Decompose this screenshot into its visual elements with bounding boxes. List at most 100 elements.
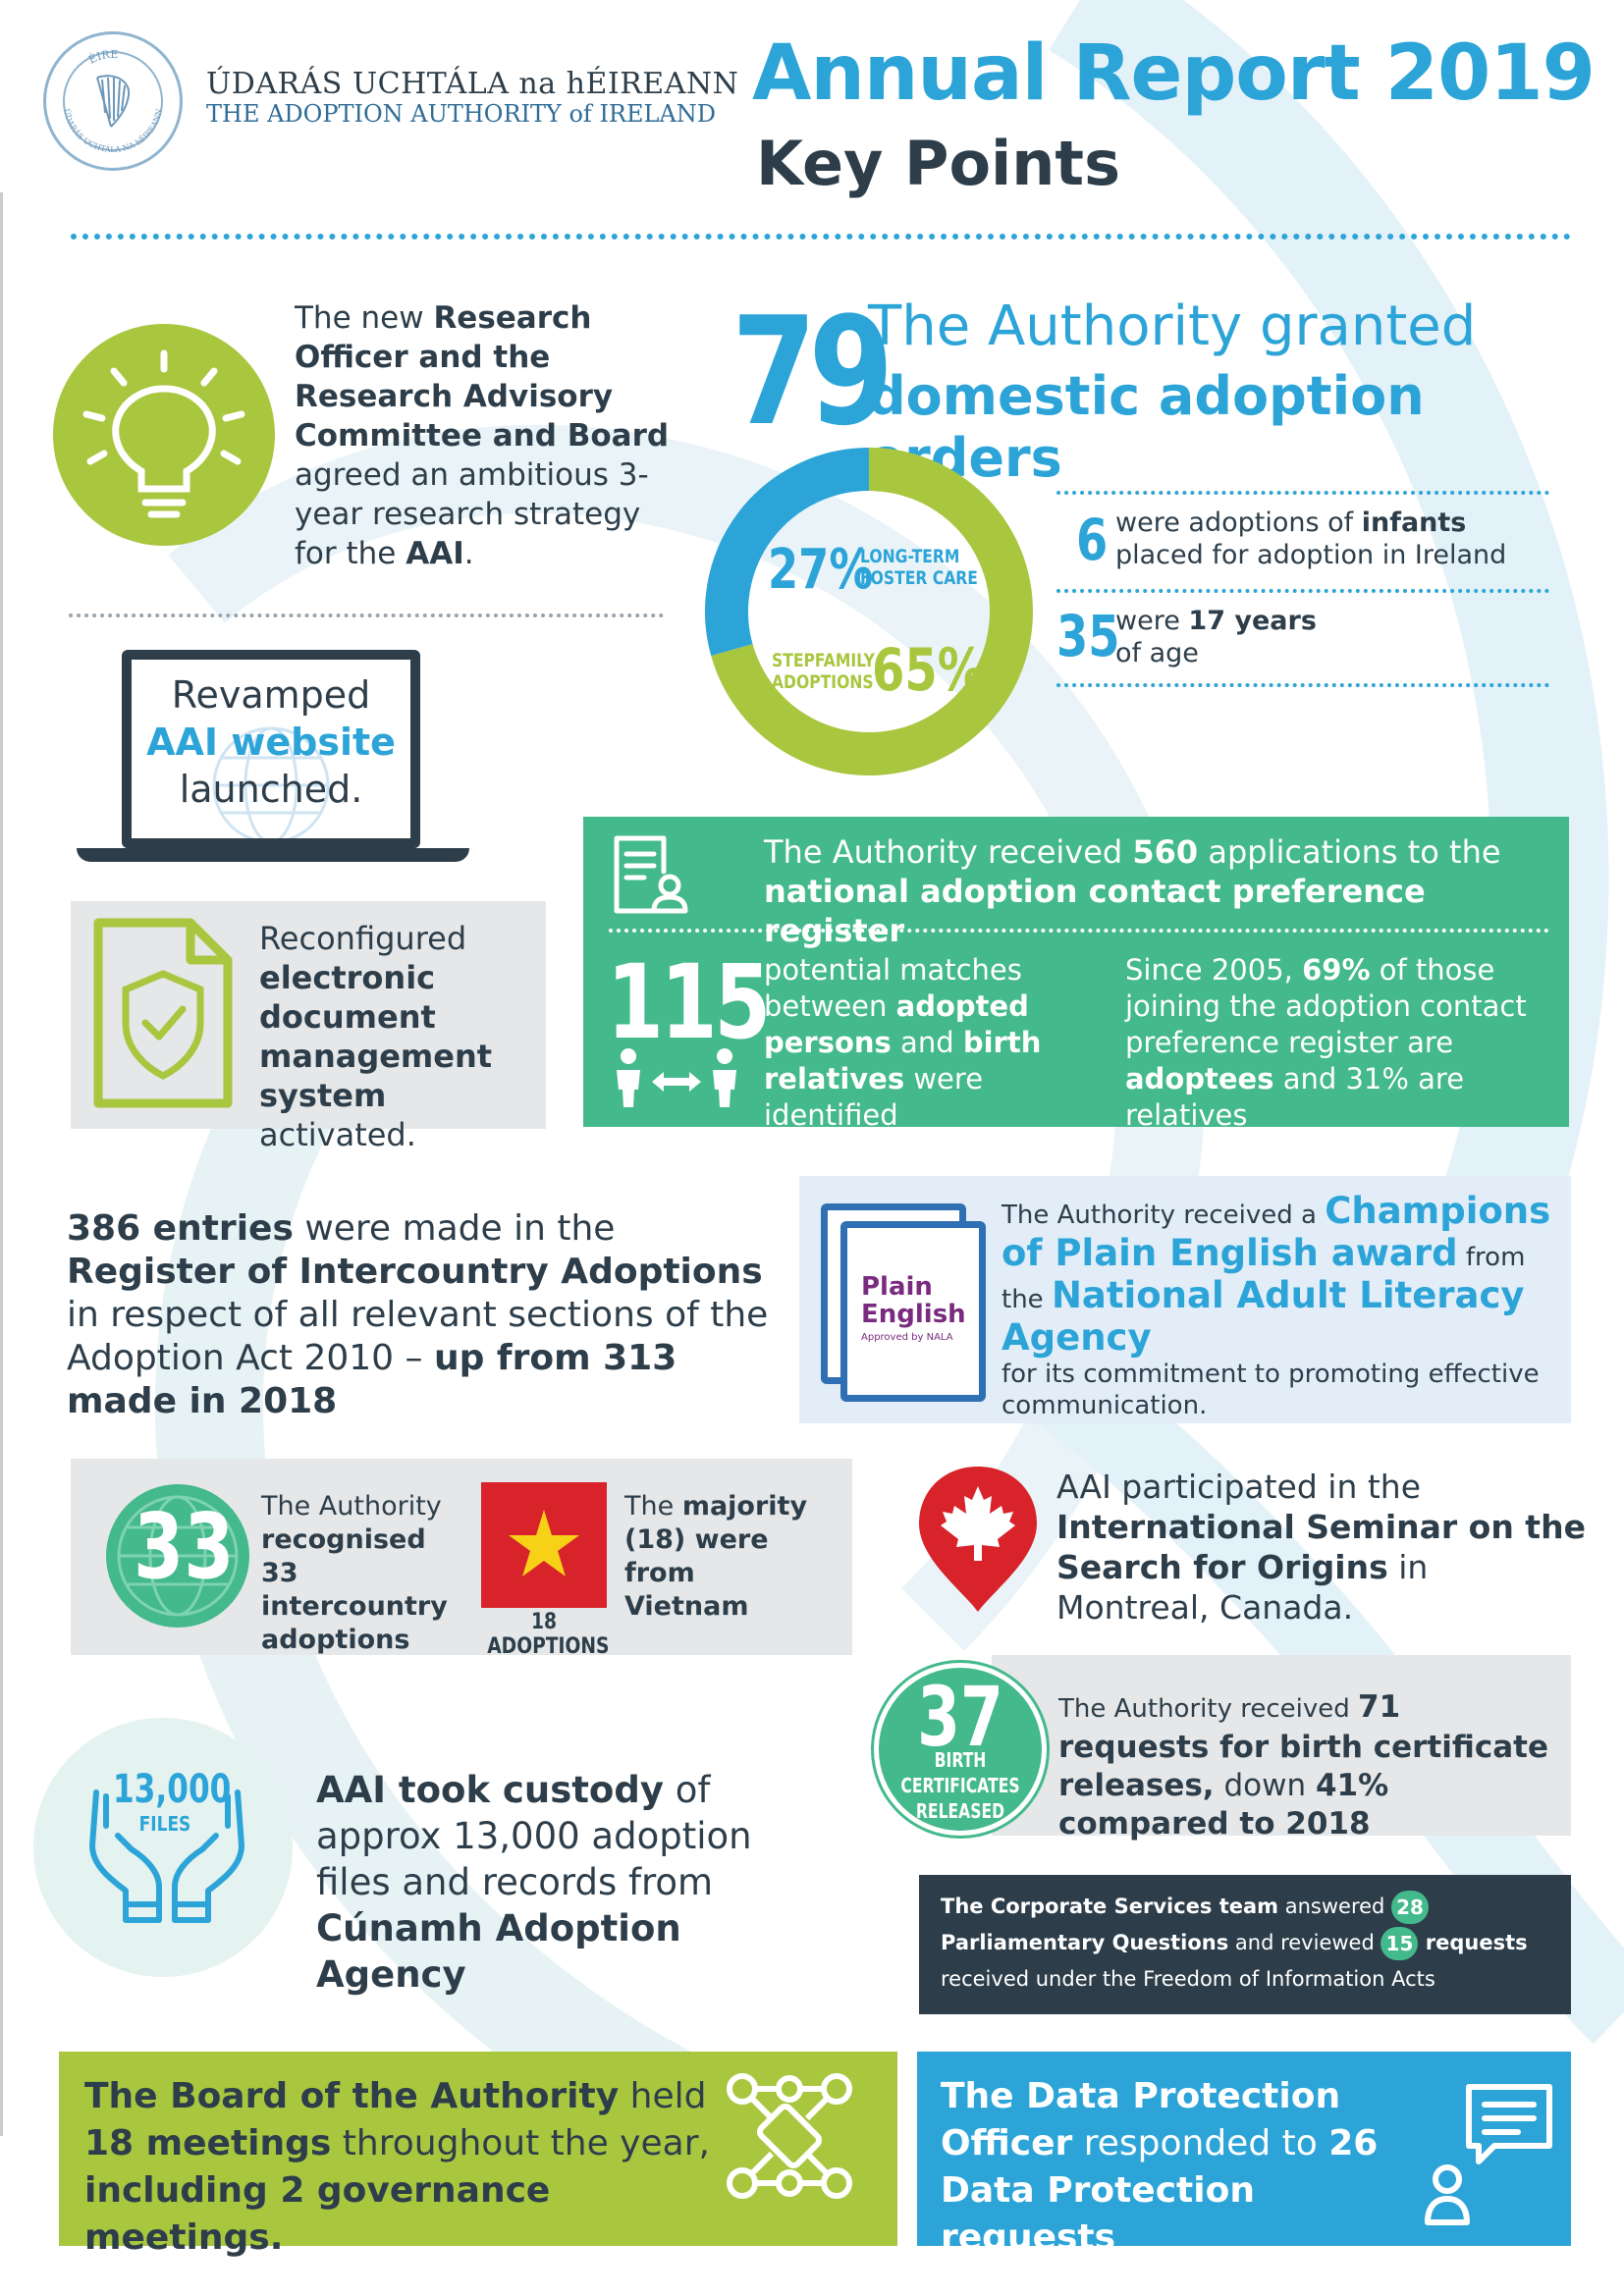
stat-divider-1 (1056, 491, 1549, 495)
corporate-services-panel (919, 1875, 1571, 2014)
matches-text-1: potential matches between (764, 953, 1022, 1023)
board-text: The Board of the Authority held 18 meeti… (84, 2073, 752, 2262)
board-text-3: 18 meetings (84, 2123, 332, 2163)
research-text-4: AAI (406, 536, 464, 571)
shield-document-icon (93, 918, 233, 1108)
intercountry-text-1: The Authority (261, 1491, 442, 1522)
since-text-3: of those joining the adoption contact pr… (1125, 953, 1527, 1059)
research-text-2: Research Officer and the Research Adviso… (295, 300, 670, 454)
entries-text-5: up from 313 made in 2018 (67, 1338, 677, 1421)
matches-text-2: adopted persons (764, 989, 1029, 1059)
stepfamily-percent: 65% (872, 636, 985, 705)
domestic-heading-line-1: The Authority granted (868, 294, 1477, 358)
vietnam-text-2: majority (18) were from Vietnam (624, 1491, 808, 1622)
lightbulb-icon (53, 324, 275, 546)
board-text-2: held (619, 2076, 707, 2116)
plain-english-badge: Plain English Approved by NALA (840, 1221, 986, 1402)
matches-text-5: were identified (764, 1062, 984, 1132)
custody-text-2: of approx 13,000 adoption files and reco… (316, 1769, 752, 1903)
birth-certificates-panel (992, 1655, 1571, 1836)
register-text-3: applications to the (1198, 833, 1501, 871)
svg-text:ÉIRE: ÉIRE (86, 48, 119, 67)
stepfamily-label: STEPFAMILY ADOPTIONS (772, 650, 875, 693)
vietnam-flag-icon (481, 1482, 607, 1608)
matches-text-4: birth relatives (764, 1026, 1042, 1095)
donut-slice-long-term-foster-care (705, 448, 870, 657)
page-title: Annual Report 2019 (752, 29, 1596, 118)
intercountry-text-2: recognised 33 intercountry adoptions (261, 1524, 448, 1655)
hands-icon (89, 1789, 244, 1923)
board-text-5: including 2 governance meetings. (84, 2170, 551, 2258)
globe-icon (212, 726, 330, 838)
website-line-1: Revamped (171, 673, 371, 717)
pe-text-4: National Adult Literacy Agency (1001, 1274, 1525, 1359)
data-protection-text: The Data Protection Officer responded to… (941, 2073, 1432, 2262)
birth-certificates-text: The Authority received 71 requests for b… (1058, 1688, 1559, 1843)
edms-text-3: activated. (259, 1116, 416, 1153)
pq-count-badge: 28 (1391, 1891, 1430, 1924)
infants-number: 6 (1076, 507, 1109, 573)
plain-english-text: The Authority received a Champions of Pl… (1001, 1190, 1561, 1421)
vietnam-text: The majority (18) were from Vietnam (624, 1490, 821, 1624)
adoption-type-donut-chart (705, 448, 1033, 775)
birth-certificates-number: 37 (917, 1669, 1003, 1765)
corp-text-2: answered (1278, 1895, 1392, 1918)
website-line-2: AAI website (146, 721, 396, 764)
montreal-text-3: in Montreal, Canada. (1056, 1548, 1429, 1627)
dpo-text-2: responded to (1072, 2123, 1329, 2163)
seal-text-bottom: ÚDARÁS UCHTÁLA NA hÉIREANN (62, 108, 163, 154)
vietnam-adoptions-label: 18 ADOPTIONS (487, 1610, 610, 1659)
seventeen-number: 35 (1056, 603, 1120, 669)
files-label: FILES (138, 1812, 191, 1836)
intercountry-number: 33 (134, 1494, 235, 1599)
register-text-4: national adoption contact preference reg… (764, 873, 1426, 949)
files-number: 13,000 (112, 1767, 232, 1812)
page-subtitle: Key Points (756, 128, 1120, 199)
files-circle (33, 1718, 293, 1977)
website-line-3: launched. (179, 768, 363, 811)
dpo-text-3: 26 Data Protection requests (941, 2123, 1379, 2258)
stat-divider-3 (1056, 683, 1549, 687)
edms-text-2: electronic document management system (259, 959, 493, 1114)
pe-text-1: The Authority received a (1001, 1201, 1326, 1230)
svg-text:ÚDARÁS UCHTÁLA NA hÉIREANN: ÚDARÁS UCHTÁLA NA hÉIREANN (62, 108, 163, 154)
bc-label-2: RELEASED (915, 1799, 1005, 1823)
vietnam-text-1: The (624, 1491, 682, 1522)
badge-plain: Plain (861, 1272, 933, 1302)
domestic-heading-line-2: domestic adoption orders (868, 365, 1425, 489)
foi-count-badge: 15 (1380, 1927, 1419, 1960)
bc-text-4: 41% compared to 2018 (1058, 1768, 1389, 1842)
infants-text-2: infants (1361, 507, 1467, 538)
entries-text-1: 386 entries (67, 1208, 294, 1249)
montreal-text: AAI participated in the International Se… (1056, 1467, 1587, 1628)
corp-text-1: The Corporate Services team (941, 1895, 1279, 1918)
authority-seal-logo: ÉIRE ÚDARÁS UCHTÁLA NA hÉIREANN (43, 31, 183, 171)
corp-text-5: requests (1418, 1931, 1528, 1954)
donut-slice-stepfamily-adoptions (711, 448, 1033, 775)
matches-text-3: and (891, 1026, 963, 1059)
canada-map-pin-icon (919, 1467, 1037, 1612)
chat-person-icon (1425, 2084, 1552, 2225)
edms-panel (71, 901, 546, 1129)
matches-number: 115 (607, 942, 771, 1062)
montreal-text-2: International Seminar on the Search for … (1056, 1508, 1586, 1586)
entries-text-3: Register of Intercountry Adoptions (67, 1252, 763, 1292)
bc-text-3: down (1214, 1768, 1316, 1803)
entries-text-4: in respect of all relevant sections of t… (67, 1295, 769, 1378)
badge-approved: Approved by NALA (861, 1332, 953, 1343)
register-divider (609, 929, 1549, 933)
data-protection-panel (917, 2052, 1571, 2246)
stepfamily-label-2: ADOPTIONS (772, 671, 874, 693)
custody-text: AAI took custody of approx 13,000 adopti… (316, 1767, 827, 1998)
since-text-2: 69% (1302, 953, 1371, 987)
seal-text-top: ÉIRE (86, 48, 119, 67)
edms-text-1: Reconfigured (259, 920, 467, 957)
corp-text-3: Parliamentary Questions (941, 1931, 1229, 1954)
board-panel (59, 2052, 897, 2246)
register-text-1: The Authority received (764, 833, 1133, 871)
custody-text-1: AAI took custody (316, 1769, 664, 1811)
since-2005-text: Since 2005, 69% of those joining the ado… (1125, 952, 1557, 1134)
network-icon (727, 2073, 852, 2199)
badge-english: English (861, 1300, 966, 1329)
